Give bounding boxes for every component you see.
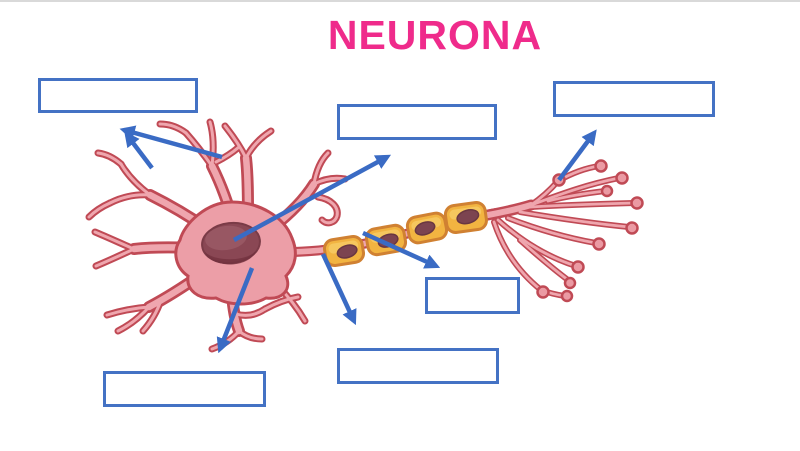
myelin-segment [405, 211, 449, 245]
terminal-boutons [536, 159, 644, 303]
label-box-axon-terminals[interactable] [553, 81, 715, 117]
label-box-cell-body[interactable] [103, 371, 266, 407]
arrow-myelin-to-middle-right-box [362, 230, 441, 269]
label-box-myelin-sheath[interactable] [425, 277, 520, 314]
myelin-sheath [322, 201, 488, 268]
axon-terminals [488, 159, 644, 303]
label-box-dendrites[interactable] [38, 78, 198, 113]
slide-top-edge [0, 0, 800, 2]
label-box-nucleus[interactable] [337, 104, 497, 140]
myelin-segment [443, 201, 488, 234]
arrow-dendrite2-to-top-left-box [124, 131, 154, 170]
arrow-nucleus-to-top-middle-box [232, 154, 392, 242]
arrow-axon-to-bottom-middle-box [320, 253, 357, 326]
arrow-soma-to-bottom-left-box [216, 267, 255, 354]
arrow-terminal-to-top-right-box [557, 129, 597, 182]
page-title: NEURONA [327, 12, 543, 58]
label-box-axon[interactable] [337, 348, 499, 384]
pointer-arrows [119, 125, 597, 354]
myelin-segment [322, 234, 366, 268]
arrow-dendrite-to-top-left-box [119, 125, 223, 160]
